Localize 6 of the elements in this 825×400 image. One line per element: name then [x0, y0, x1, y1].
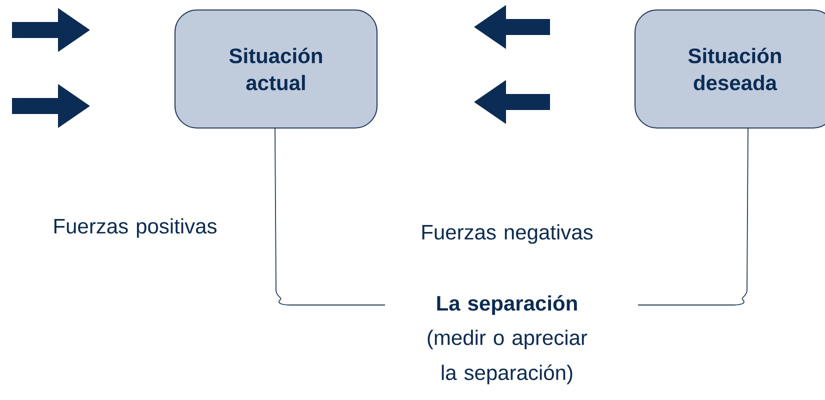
label-text: Fuerzas positivas — [54, 218, 216, 238]
label-text: (medir o apreciar la separación) — [428, 330, 588, 384]
situation-box: Situación actual — [174, 10, 378, 128]
heading-text: La separación — [437, 295, 577, 315]
label-text: Fuerzas negativas — [422, 224, 593, 244]
situation-box: Situación deseada — [634, 10, 825, 128]
